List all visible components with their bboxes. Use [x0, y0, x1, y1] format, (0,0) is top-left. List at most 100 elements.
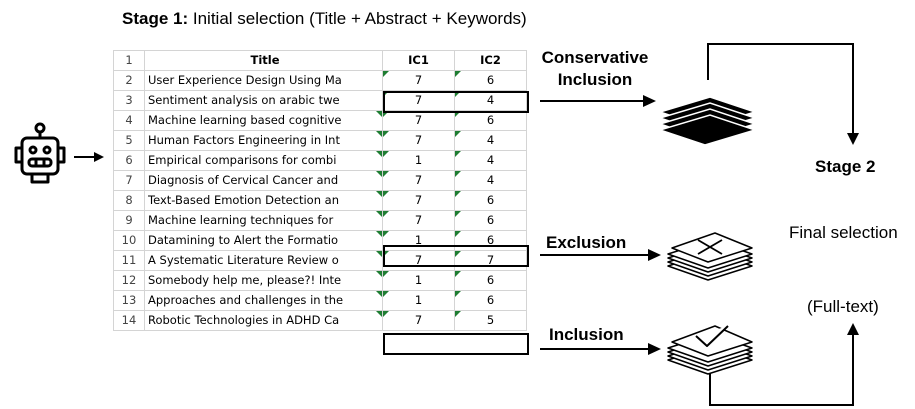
stage2-up-arrowhead	[847, 323, 859, 335]
conservative-label-line2: Inclusion	[557, 70, 633, 89]
ic2-value: 4	[486, 153, 495, 167]
ic2-value: 6	[486, 113, 495, 127]
ic2-value: 6	[486, 273, 495, 287]
title-cell: Text-Based Emotion Detection an	[144, 190, 383, 211]
ic1-value: 7	[414, 193, 423, 207]
cell-note-marker	[383, 271, 389, 277]
title-text: Robotic Technologies in ADHD Ca	[148, 313, 340, 327]
cell-note-marker	[376, 191, 382, 197]
document-stack-x-icon	[667, 232, 753, 281]
highlight-row-14	[383, 333, 529, 355]
ic1-value: 7	[414, 213, 423, 227]
cell-note-marker	[383, 231, 389, 237]
title-cell: Somebody help me, please?! Inte	[144, 270, 383, 291]
cell-note-marker	[455, 91, 461, 97]
row-number: 10	[113, 230, 145, 251]
ic2-value: 6	[486, 73, 495, 87]
title-text: Human Factors Engineering in Int	[148, 133, 340, 147]
highlight-row-10	[383, 245, 529, 267]
stage1-title-bold: Stage 1:	[122, 9, 189, 28]
ic2-value: 4	[486, 133, 495, 147]
exclusion-arrowhead	[648, 249, 661, 261]
title-cell: Sentiment analysis on arabic twe	[144, 90, 383, 111]
inclusion-label: Inclusion	[549, 325, 624, 344]
cell-note-marker	[455, 151, 461, 157]
cell-note-marker	[455, 191, 461, 197]
row-number: 6	[113, 150, 145, 171]
ic2-value: 6	[486, 293, 495, 307]
ic1-value: 7	[414, 133, 423, 147]
title-text: Machine learning techniques for	[148, 213, 334, 227]
ic2-value: 4	[486, 93, 495, 107]
cell-note-marker	[376, 111, 382, 117]
cell-note-marker	[383, 251, 389, 257]
ic1-value: 7	[414, 253, 423, 267]
cell-note-marker	[376, 211, 382, 217]
title-text: User Experience Design Using Ma	[148, 73, 342, 87]
cell-note-marker	[383, 291, 389, 297]
cell-note-marker	[383, 171, 389, 177]
title-cell: User Experience Design Using Ma	[144, 70, 383, 91]
conservative-label-line1: Conservative	[541, 48, 649, 67]
stage1-title-rest: Initial selection (Title + Abstract + Ke…	[188, 9, 527, 28]
row-number: 9	[113, 210, 145, 231]
ic1-cell: 7	[382, 310, 455, 331]
ic2-cell: 5	[454, 310, 527, 331]
row-number: 8	[113, 190, 145, 211]
row-number: 4	[113, 110, 145, 131]
cell-note-marker	[383, 191, 389, 197]
cell-note-marker	[455, 211, 461, 217]
cell-note-marker	[383, 311, 389, 317]
stage2-label: Stage 2	[815, 157, 876, 176]
ic1-value: 1	[414, 293, 423, 307]
cell-note-marker	[383, 211, 389, 217]
row-number: 1	[113, 50, 145, 71]
cell-note-marker	[376, 171, 382, 177]
column-header-ic1: IC1	[382, 50, 455, 71]
title-cell: Diagnosis of Cervical Cancer and	[144, 170, 383, 191]
ic2-value: 6	[486, 233, 495, 247]
cell-note-marker	[383, 131, 389, 137]
ic2-value: 4	[486, 173, 495, 187]
row-number: 12	[113, 270, 145, 291]
cell-note-marker	[383, 71, 389, 77]
header-row: 1 Title IC1 IC2	[113, 50, 527, 71]
title-cell: Approaches and challenges in the	[144, 290, 383, 311]
cell-note-marker	[455, 231, 461, 237]
robot-icon	[14, 122, 104, 184]
cell-note-marker	[376, 251, 382, 257]
title-text: Diagnosis of Cervical Cancer and	[148, 173, 339, 187]
stage2-bottom-loop	[709, 333, 854, 406]
cell-note-marker	[455, 311, 461, 317]
title-text: A Systematic Literature Review o	[148, 253, 339, 267]
cell-note-marker	[383, 151, 389, 157]
stage2-down-arrowhead	[847, 133, 859, 145]
cell-note-marker	[376, 131, 382, 137]
final-selection-label: Final selection	[789, 223, 898, 242]
cell-note-marker	[376, 271, 382, 277]
cell-note-marker	[455, 251, 461, 257]
ic2-value: 6	[486, 193, 495, 207]
document-stack-check-icon	[667, 325, 753, 375]
conservative-inclusion-label: Conservative Inclusion	[535, 47, 655, 91]
cell-note-marker	[376, 311, 382, 317]
stage1-title: Stage 1: Initial selection (Title + Abst…	[122, 9, 527, 29]
cell-note-marker	[455, 291, 461, 297]
title-cell: Empirical comparisons for combi	[144, 150, 383, 171]
ic1-value: 7	[414, 73, 423, 87]
ic1-value: 1	[414, 273, 423, 287]
cell-note-marker	[455, 271, 461, 277]
title-text: Empirical comparisons for combi	[148, 153, 337, 167]
title-text: Datamining to Alert the Formatio	[148, 233, 339, 247]
cell-note-marker	[455, 71, 461, 77]
